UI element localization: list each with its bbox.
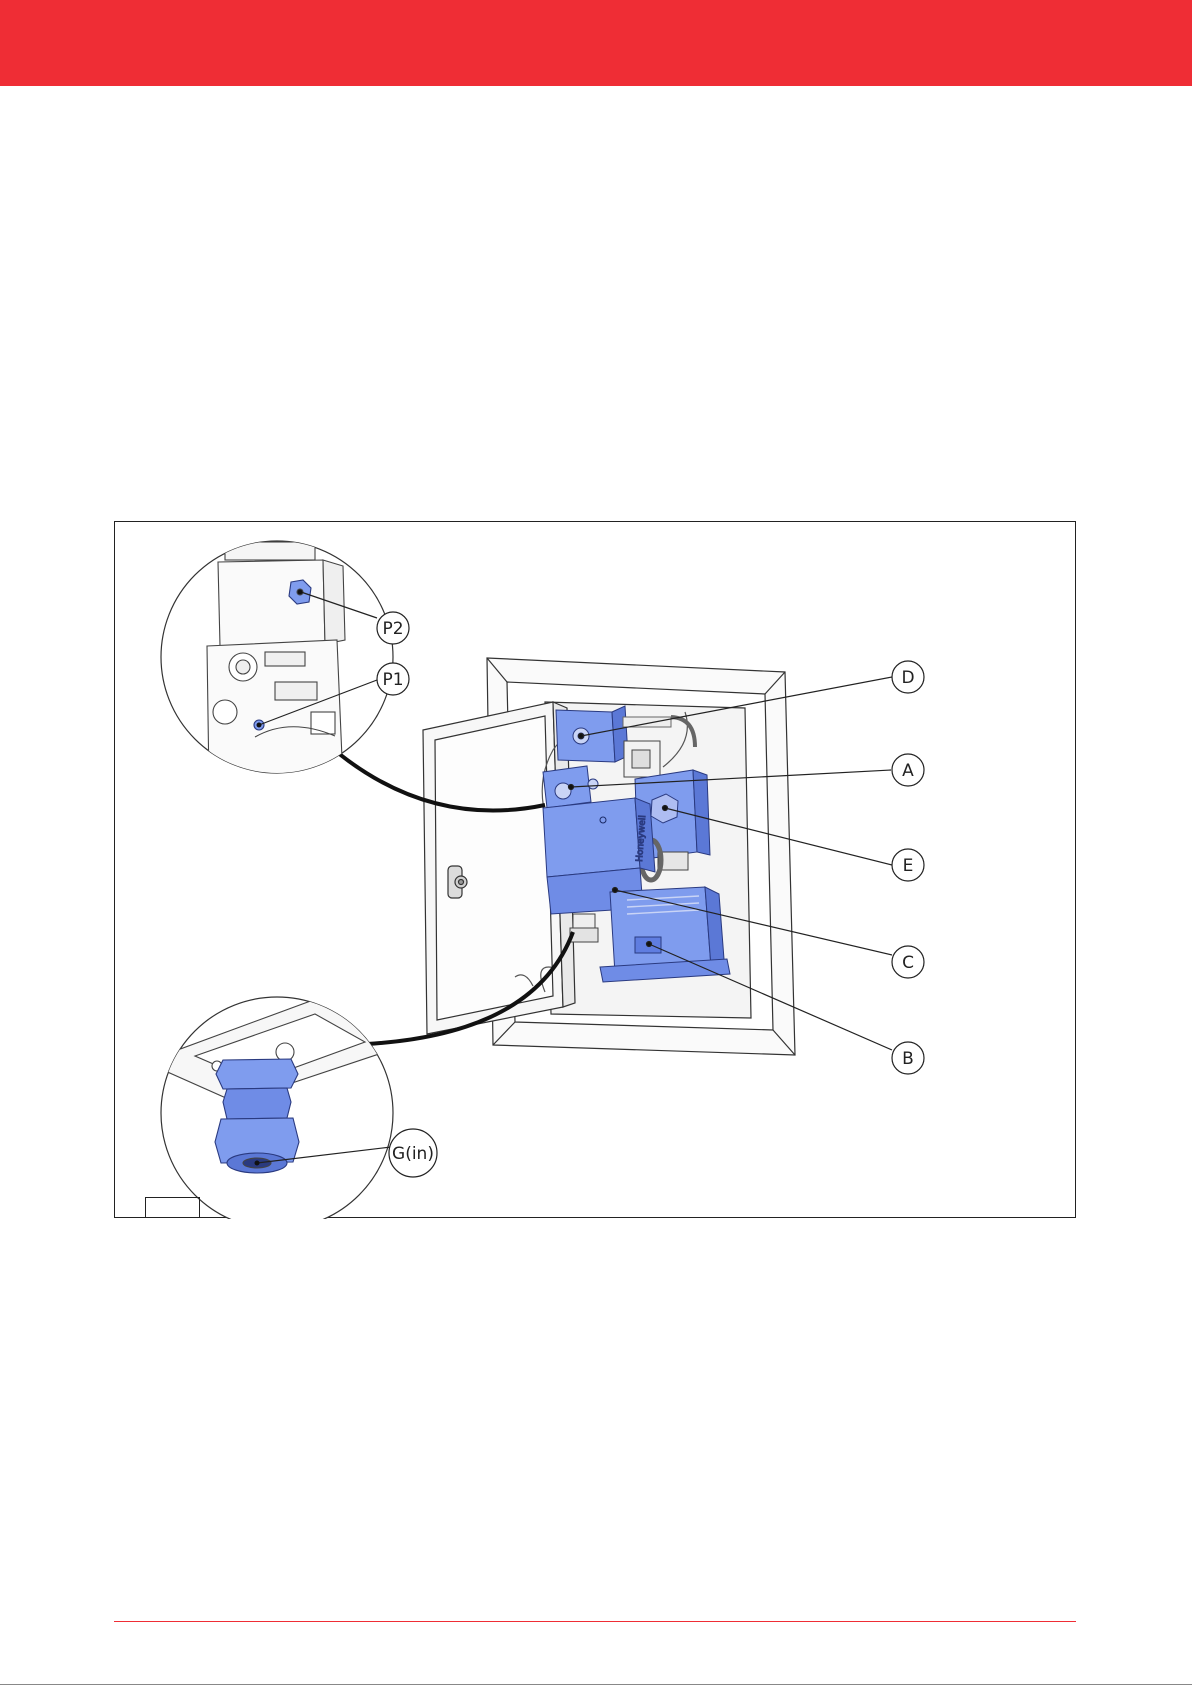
footer-rule — [114, 1621, 1076, 1622]
callout-d: D — [892, 661, 924, 693]
svg-text:P2: P2 — [382, 619, 403, 639]
figure-number-box — [145, 1197, 200, 1218]
svg-text:G(in): G(in) — [392, 1144, 434, 1164]
svg-text:C: C — [902, 953, 914, 973]
callout-a: A — [892, 754, 924, 786]
callout-b: B — [892, 1042, 924, 1074]
gas-control-illustration: Honeywell — [115, 522, 1077, 1219]
header-band — [0, 0, 1192, 86]
svg-text:E: E — [903, 856, 914, 876]
inlet-fitting — [570, 914, 598, 942]
detail-top — [161, 541, 393, 784]
svg-text:A: A — [902, 761, 914, 781]
callout-e: E — [892, 849, 924, 881]
callout-p1: P1 — [377, 663, 409, 695]
callout-g-in: G(in) — [389, 1129, 437, 1177]
svg-text:D: D — [901, 668, 914, 688]
svg-text:P1: P1 — [382, 670, 403, 690]
detail-bottom — [145, 992, 415, 1219]
callout-c: C — [892, 946, 924, 978]
figure-frame: Honeywell — [114, 521, 1076, 1218]
svg-text:B: B — [902, 1049, 914, 1069]
callout-p2: P2 — [377, 612, 409, 644]
